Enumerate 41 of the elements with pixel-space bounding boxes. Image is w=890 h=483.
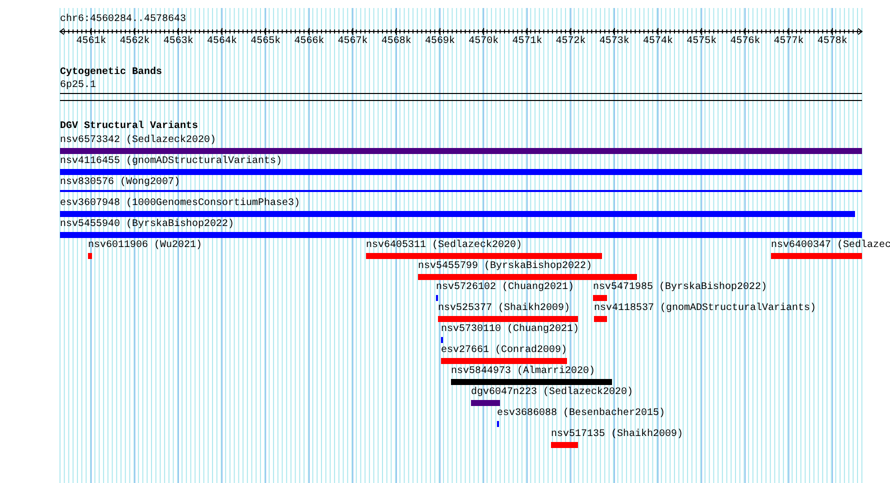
variant-label: nsv4118537 (gnomADStructuralVariants) bbox=[594, 303, 816, 315]
tick-label: 4568k bbox=[381, 36, 412, 48]
tick-label: 4570k bbox=[468, 36, 499, 48]
variant-label: dgv6047n223 (Sedlazeck2020) bbox=[471, 387, 634, 399]
variant-label: nsv6011906 (Wu2021) bbox=[88, 240, 202, 252]
variant-label: nsv5726102 (Chuang2021) bbox=[436, 282, 574, 294]
tick-label: 4576k bbox=[730, 36, 760, 48]
tick-label: 4574k bbox=[643, 36, 674, 48]
tick-label: 4564k bbox=[207, 36, 238, 48]
tick-label: 4572k bbox=[556, 36, 586, 48]
locus-coordinates: chr6:4560284..4578643 bbox=[60, 14, 186, 26]
tick-label: 4563k bbox=[163, 36, 194, 48]
tick-label: 4565k bbox=[250, 36, 281, 48]
band-label: 6p25.1 bbox=[60, 80, 96, 92]
track-title: Cytogenetic Bands bbox=[60, 67, 162, 79]
track-title: DGV Structural Variants bbox=[60, 121, 198, 133]
tick-label: 4567k bbox=[338, 36, 368, 48]
variant-label: nsv830576 (Wong2007) bbox=[60, 177, 180, 189]
tick-label: 4578k bbox=[817, 36, 848, 48]
tick-label: 4573k bbox=[599, 36, 630, 48]
variant-label: nsv5730110 (Chuang2021) bbox=[441, 324, 580, 336]
tick-label: 4562k bbox=[120, 36, 150, 48]
variant-label: nsv6400347 (Sedlazec bbox=[771, 240, 890, 252]
tick-label: 4569k bbox=[425, 36, 456, 48]
variant-label: esv3607948 (1000GenomesConsortiumPhase3) bbox=[60, 198, 300, 210]
tick-label: 4575k bbox=[686, 36, 717, 48]
variant-label: nsv517135 (Shaikh2009) bbox=[551, 429, 684, 441]
variant-label: nsv5455940 (ByrskaBishop2022) bbox=[60, 219, 234, 231]
variant-label: esv27661 (Conrad2009) bbox=[441, 345, 568, 357]
variant-label: nsv525377 (Shaikh2009) bbox=[438, 303, 570, 315]
variant-label: nsv5844973 (Almarri2020) bbox=[451, 366, 596, 378]
tick-label: 4571k bbox=[512, 36, 542, 48]
variant-label: esv3686088 (Besenbacher2015) bbox=[497, 408, 666, 420]
tick-label: 4561k bbox=[76, 36, 106, 48]
variant-label: nsv5455799 (ByrskaBishop2022) bbox=[418, 261, 592, 273]
variant-label: nsv4116455 (gnomADStructuralVariants) bbox=[60, 156, 282, 168]
tick-label: 4577k bbox=[774, 36, 804, 48]
tick-label: 4566k bbox=[294, 36, 324, 48]
variant-label: nsv6405311 (Sedlazeck2020) bbox=[366, 240, 522, 252]
variant-label: nsv5471985 (ByrskaBishop2022) bbox=[593, 282, 768, 294]
variant-label: nsv6573342 (Sedlazeck2020) bbox=[60, 135, 216, 147]
